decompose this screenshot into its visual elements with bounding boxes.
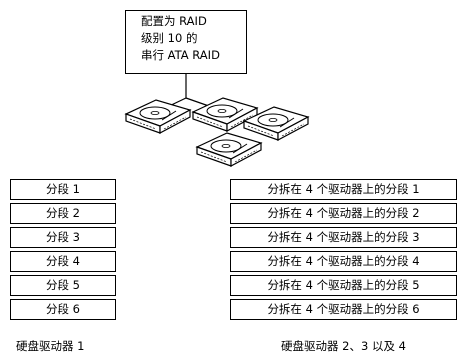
hard-drive-icon-4 (196, 132, 262, 167)
disk1-segment-2: 分段 2 (10, 203, 116, 224)
disk1-segment-5: 分段 5 (10, 275, 116, 296)
disk1-segment-table: 分段 1 分段 2 分段 3 分段 4 分段 5 分段 6 (10, 179, 116, 323)
raid-label-line-1: 配置为 RAID (141, 14, 207, 28)
raid-label-line-2: 级别 10 的 (141, 31, 198, 45)
disk1-segment-6: 分段 6 (10, 299, 116, 320)
striped-segment-table: 分拆在 4 个驱动器上的分段 1 分拆在 4 个驱动器上的分段 2 分拆在 4 … (230, 179, 457, 323)
raid-config-label: 配置为 RAID 级别 10 的 串行 ATA RAID (125, 10, 247, 74)
striped-segment-3: 分拆在 4 个驱动器上的分段 3 (230, 227, 457, 248)
disks-rest-caption: 硬盘驱动器 2、3 以及 4 (281, 339, 406, 353)
drive-cluster-diagram (125, 74, 309, 167)
striped-segment-6: 分拆在 4 个驱动器上的分段 6 (230, 299, 457, 320)
striped-segment-5: 分拆在 4 个驱动器上的分段 5 (230, 275, 457, 296)
striped-segment-2: 分拆在 4 个驱动器上的分段 2 (230, 203, 457, 224)
disk1-segment-4: 分段 4 (10, 251, 116, 272)
striped-segment-1: 分拆在 4 个驱动器上的分段 1 (230, 179, 457, 200)
disk1-segment-1: 分段 1 (10, 179, 116, 200)
hard-drive-icon-1 (125, 99, 191, 134)
disk1-caption: 硬盘驱动器 1 (16, 339, 85, 353)
disk1-segment-3: 分段 3 (10, 227, 116, 248)
striped-segment-4: 分拆在 4 个驱动器上的分段 4 (230, 251, 457, 272)
raid-label-line-3: 串行 ATA RAID (141, 48, 220, 62)
